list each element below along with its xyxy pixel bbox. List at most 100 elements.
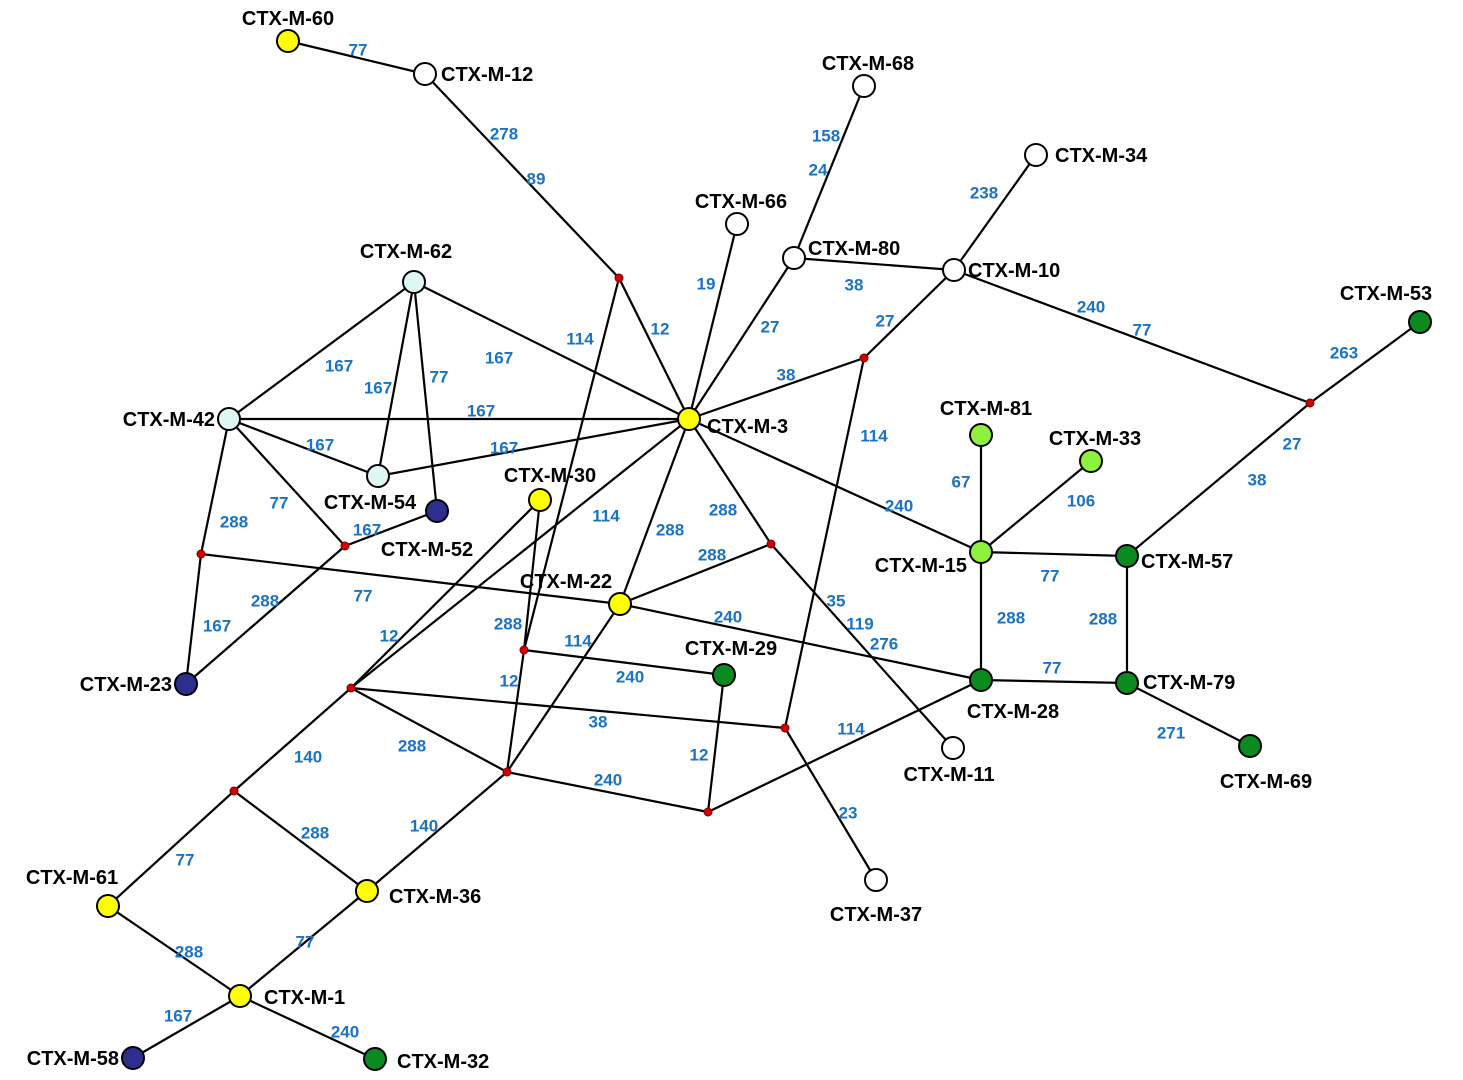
node-label-ctx-m-3: CTX-M-3 [707,416,788,438]
node-label-ctx-m-1: CTX-M-1 [264,987,345,1009]
edge-mv4-ctx-m-22 [619,542,772,606]
edge-labels-layer: 7727889121141915824273823827381142407726… [164,40,1358,1041]
haplotype-node-ctx-m-23[interactable] [174,672,198,696]
edge-mutation-label: 240 [1077,297,1105,316]
edge-ctx-m-1-ctx-m-58 [132,995,241,1059]
edge-mutation-label: 119 [846,614,873,633]
haplotype-node-ctx-m-68[interactable] [852,74,876,98]
median-vector-mv6 [340,541,350,551]
edge-mv7-ctx-m-29 [523,648,725,677]
edge-ctx-m-33-ctx-m-15 [980,460,1092,553]
haplotype-node-ctx-m-53[interactable] [1408,310,1432,334]
haplotype-node-ctx-m-57[interactable] [1115,544,1139,568]
edge-ctx-m-34-ctx-m-10 [953,154,1037,271]
median-vector-mv12 [703,807,713,817]
edge-mutation-label: 240 [616,667,644,686]
node-label-ctx-m-42: CTX-M-42 [123,409,215,431]
edge-ctx-m-10-mv2 [863,269,955,359]
edge-mutation-label: 167 [306,435,334,454]
edge-mutation-label: 77 [1133,320,1152,339]
edge-mutation-label: 77 [1041,566,1060,585]
edge-mv2-mv11 [783,357,866,729]
edge-mv11-ctx-m-37 [784,727,877,881]
haplotype-node-ctx-m-12[interactable] [413,62,437,86]
edge-ctx-m-53-mv3 [1309,321,1421,404]
haplotype-node-ctx-m-80[interactable] [782,246,806,270]
node-label-ctx-m-30: CTX-M-30 [504,465,596,487]
haplotype-node-ctx-m-79[interactable] [1115,671,1139,695]
edge-mutation-label: 38 [845,275,864,294]
edge-ctx-m-1-ctx-m-32 [239,995,376,1060]
median-vector-mv11 [780,723,790,733]
haplotype-node-ctx-m-28[interactable] [969,668,993,692]
node-label-ctx-m-62: CTX-M-62 [360,241,452,263]
edge-ctx-m-3-mv4 [688,418,772,545]
edge-mutation-label: 67 [952,472,971,491]
node-label-ctx-m-61: CTX-M-61 [26,867,118,889]
edge-mutation-label: 114 [564,631,592,650]
edge-ctx-m-80-ctx-m-10 [793,256,955,272]
haplotype-node-ctx-m-33[interactable] [1079,449,1103,473]
edge-mutation-label: 288 [709,500,737,519]
haplotype-node-ctx-m-1[interactable] [228,984,252,1008]
edge-mutation-label: 288 [997,608,1025,627]
edge-mutation-label: 114 [566,329,594,348]
haplotype-node-ctx-m-22[interactable] [608,592,632,616]
node-label-ctx-m-37: CTX-M-37 [830,904,922,926]
edge-mutation-label: 77 [296,932,315,951]
node-label-ctx-m-57: CTX-M-57 [1141,551,1233,573]
edge-ctx-m-15-ctx-m-57 [980,550,1128,558]
haplotype-node-ctx-m-58[interactable] [121,1046,145,1070]
haplotype-node-ctx-m-3[interactable] [677,407,701,431]
haplotype-node-ctx-m-60[interactable] [276,29,300,53]
median-vector-mv4 [766,539,776,549]
edge-mutation-label: 38 [589,712,608,731]
haplotype-node-ctx-m-62[interactable] [402,270,426,294]
node-label-ctx-m-11: CTX-M-11 [903,764,994,786]
edge-mutation-label: 240 [331,1022,359,1041]
edge-ctx-m-79-ctx-m-69 [1126,682,1251,747]
edge-mutation-label: 77 [354,586,373,605]
node-label-ctx-m-28: CTX-M-28 [967,701,1059,723]
node-label-ctx-m-81: CTX-M-81 [940,398,1032,420]
edge-mv5-ctx-m-23 [184,553,203,685]
edge-ctx-m-36-ctx-m-1 [239,890,368,997]
haplotype-node-ctx-m-30[interactable] [528,488,552,512]
edge-mutation-label: 23 [839,803,858,822]
haplotype-node-ctx-m-69[interactable] [1238,734,1262,758]
edge-mv6-ctx-m-23 [185,545,346,685]
node-label-ctx-m-53: CTX-M-53 [1340,283,1432,305]
edge-ctx-m-62-ctx-m-52 [412,281,439,512]
edge-mutation-label: 167 [325,356,353,375]
edge-mutation-label: 240 [885,496,913,515]
edge-mutation-label: 12 [651,319,670,338]
node-label-ctx-m-12: CTX-M-12 [441,64,533,86]
haplotype-node-ctx-m-52[interactable] [425,499,449,523]
haplotype-node-ctx-m-32[interactable] [363,1047,387,1071]
edge-mv5-ctx-m-22 [200,552,621,606]
haplotype-node-ctx-m-54[interactable] [366,464,390,488]
haplotype-node-ctx-m-37[interactable] [864,868,888,892]
edge-mutation-label: 278 [490,124,518,143]
edge-mutation-label: 12 [690,745,709,764]
haplotype-node-ctx-m-36[interactable] [355,879,379,903]
node-label-ctx-m-60: CTX-M-60 [242,8,334,30]
edge-mutation-label: 288 [251,591,279,610]
haplotype-node-ctx-m-15[interactable] [969,540,993,564]
haplotype-node-ctx-m-29[interactable] [712,663,736,687]
haplotype-node-ctx-m-34[interactable] [1024,143,1048,167]
haplotype-node-ctx-m-61[interactable] [96,894,120,918]
edge-mutation-label: 167 [364,378,392,397]
haplotype-node-ctx-m-42[interactable] [217,407,241,431]
edge-ctx-m-28-ctx-m-79 [980,678,1128,685]
edge-mutation-label: 240 [714,607,742,626]
haplotype-node-ctx-m-11[interactable] [941,736,965,760]
edge-ctx-m-3-ctx-m-22 [618,418,691,605]
haplotype-node-ctx-m-81[interactable] [969,423,993,447]
edge-mutation-label: 114 [837,719,865,738]
median-vector-mv9 [502,767,512,777]
haplotype-node-ctx-m-66[interactable] [725,212,749,236]
edge-mutation-label: 106 [1067,491,1095,510]
haplotype-node-ctx-m-10[interactable] [942,258,966,282]
edge-mv10-ctx-m-36 [233,790,368,892]
